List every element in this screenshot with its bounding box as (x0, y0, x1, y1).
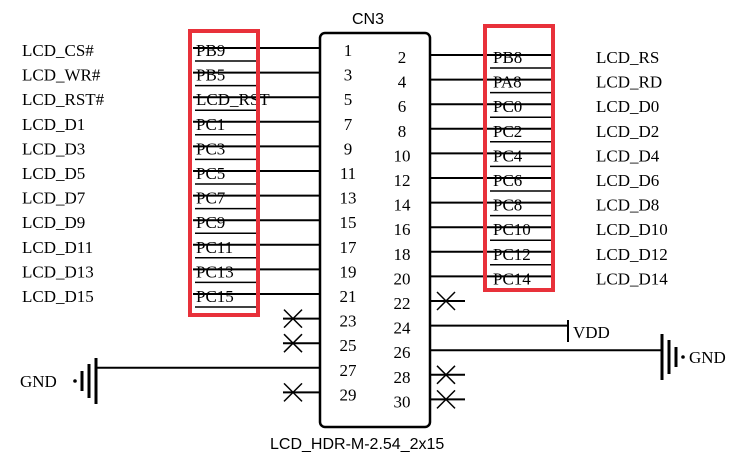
net-label-1: PB9 (196, 41, 225, 60)
gnd-symbol-left: GND (20, 358, 98, 404)
signal-label-11: LCD_D5 (22, 164, 85, 183)
signal-label-12: LCD_D6 (596, 171, 659, 190)
signal-label-15: LCD_D9 (22, 213, 85, 232)
net-label-14: PC8 (493, 196, 522, 215)
signal-label-3: LCD_WR# (22, 66, 101, 85)
pin-number-18: 18 (394, 245, 411, 264)
pin-number-19: 19 (340, 262, 357, 281)
net-label-16: PC10 (493, 220, 531, 239)
net-label-8: PC2 (493, 122, 522, 141)
no-connect-marker (283, 309, 303, 329)
pin-number-9: 9 (344, 139, 353, 158)
connector-part: LCD_HDR-M-2.54_2x15 (270, 436, 444, 453)
pin-number-20: 20 (394, 269, 411, 288)
pin-number-23: 23 (340, 312, 357, 331)
signal-label-9: LCD_D3 (22, 139, 85, 158)
pin-number-21: 21 (340, 287, 357, 306)
pin-number-17: 17 (340, 238, 358, 257)
no-connect-marker (283, 382, 303, 402)
gnd-symbol-right: GND (660, 334, 726, 380)
signal-label-13: LCD_D7 (22, 189, 86, 208)
net-label-5: LCD_RST (196, 90, 270, 109)
no-connect-marker (436, 389, 456, 409)
pin-number-15: 15 (340, 213, 357, 232)
pin-number-25: 25 (340, 336, 357, 355)
pin-number-10: 10 (394, 146, 411, 165)
signal-label-2: LCD_RS (596, 48, 659, 67)
net-label-2: PB8 (493, 48, 522, 67)
pin-number-26: 26 (394, 343, 411, 362)
pin-number-1: 1 (344, 41, 353, 60)
net-label-4: PA8 (493, 73, 522, 92)
vdd-label: VDD (573, 323, 610, 342)
connector-ref: CN3 (352, 11, 384, 28)
pin-number-7: 7 (344, 115, 353, 134)
signal-label-21: LCD_D15 (22, 287, 94, 306)
signal-label-1: LCD_CS# (22, 41, 94, 60)
pin-number-28: 28 (394, 368, 411, 387)
no-connect-marker (283, 333, 303, 353)
signal-label-19: LCD_D13 (22, 262, 94, 281)
pin-number-13: 13 (340, 189, 357, 208)
net-label-13: PC7 (196, 189, 226, 208)
signal-label-18: LCD_D12 (596, 245, 668, 264)
signal-label-8: LCD_D2 (596, 122, 659, 141)
pin-number-27: 27 (340, 361, 358, 380)
signal-label-16: LCD_D10 (596, 220, 668, 239)
gnd-left-label: GND (20, 372, 57, 391)
net-label-17: PC11 (196, 238, 233, 257)
net-label-7: PC1 (196, 115, 225, 134)
signal-label-14: LCD_D8 (596, 196, 659, 215)
pin-number-22: 22 (394, 294, 411, 313)
net-label-12: PC6 (493, 171, 522, 190)
signal-label-5: LCD_RST# (22, 90, 105, 109)
signal-label-17: LCD_D11 (22, 238, 93, 257)
signal-label-10: LCD_D4 (596, 146, 660, 165)
pin-number-5: 5 (344, 90, 353, 109)
vdd-symbol: VDD (567, 320, 610, 342)
net-label-18: PC12 (493, 245, 531, 264)
connector-body (318, 31, 432, 429)
net-label-20: PC14 (493, 269, 531, 288)
pin-number-2: 2 (398, 48, 407, 67)
no-connect-marker (436, 291, 456, 311)
net-label-11: PC5 (196, 164, 225, 183)
highlight-box-left (188, 29, 260, 317)
signal-label-6: LCD_D0 (596, 97, 659, 116)
pin-number-16: 16 (394, 220, 411, 239)
signal-label-4: LCD_RD (596, 73, 662, 92)
pin-number-12: 12 (394, 171, 411, 190)
pin-number-4: 4 (398, 73, 407, 92)
pin-number-8: 8 (398, 122, 407, 141)
net-label-15: PC9 (196, 213, 225, 232)
pin-group: 1PB9LCD_CS#3PB5LCD_WR#5LCD_RSTLCD_RST#7P… (22, 41, 668, 411)
net-label-3: PB5 (196, 66, 225, 85)
net-label-6: PC0 (493, 97, 522, 116)
pin-number-24: 24 (394, 319, 412, 338)
signal-label-7: LCD_D1 (22, 115, 85, 134)
net-label-10: PC4 (493, 146, 523, 165)
pin-number-29: 29 (340, 385, 357, 404)
pin-number-11: 11 (340, 164, 356, 183)
pin-number-3: 3 (344, 66, 353, 85)
highlight-box-right (483, 24, 555, 292)
pin-number-30: 30 (394, 392, 411, 411)
net-label-19: PC13 (196, 262, 234, 281)
net-label-21: PC15 (196, 287, 234, 306)
signal-label-20: LCD_D14 (596, 269, 668, 288)
net-label-9: PC3 (196, 139, 225, 158)
pin-number-6: 6 (398, 97, 407, 116)
no-connect-marker (436, 365, 456, 385)
pin-number-14: 14 (394, 196, 412, 215)
gnd-right-label: GND (689, 348, 726, 367)
